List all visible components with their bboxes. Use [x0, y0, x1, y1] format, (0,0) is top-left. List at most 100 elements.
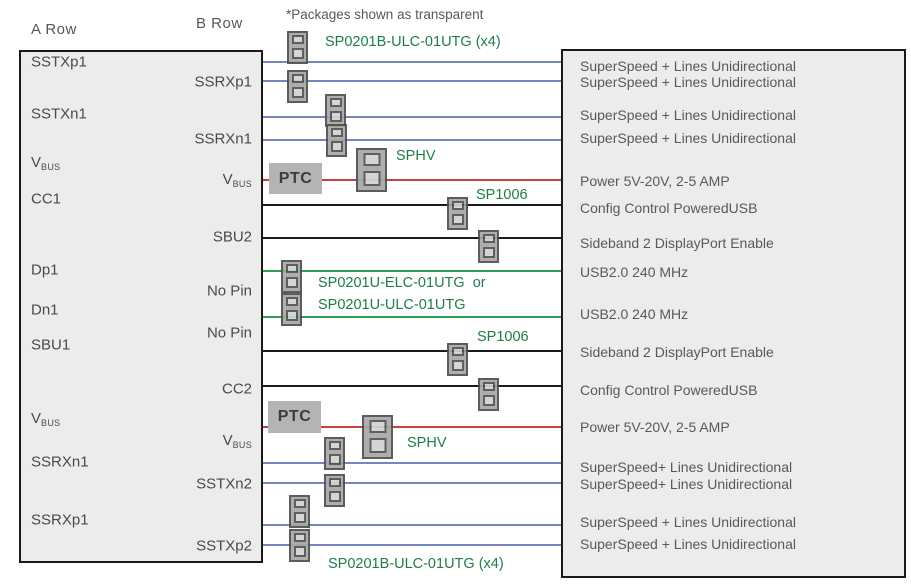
- signal-description: SuperSpeed + Lines Unidirectional: [580, 536, 796, 552]
- package-pad: [451, 360, 464, 371]
- ptc-fuse-box: PTC: [268, 401, 321, 433]
- protection-package-icon: [289, 495, 310, 528]
- part-number-label: SP0201U-ULC-01UTG: [318, 297, 466, 313]
- signal-description: SuperSpeed+ Lines Unidirectional: [580, 476, 793, 492]
- signal-line-usb2: [263, 270, 561, 272]
- part-number-label: SPHV: [396, 148, 436, 164]
- pin-label-b-row: CC2: [221, 380, 252, 398]
- pin-label-a-row: VBUS: [31, 154, 61, 172]
- package-pad: [329, 98, 342, 107]
- pin-label-a-row: Dp1: [31, 261, 59, 279]
- package-pad: [285, 310, 298, 321]
- part-number-label: SP0201B-ULC-01UTG (x4): [328, 556, 504, 572]
- signal-description: SuperSpeed + Lines Unidirectional: [580, 58, 796, 74]
- package-pad: [482, 234, 495, 243]
- signal-line-control: [263, 385, 561, 387]
- pin-label-a-row: SBU1: [31, 336, 71, 354]
- pin-label-a-row: SSRXn1: [31, 453, 89, 471]
- part-number-label: SP0201B-ULC-01UTG (x4): [325, 34, 501, 50]
- package-pad: [328, 491, 341, 502]
- pin-label-b-row: VBUS: [222, 432, 252, 450]
- signal-description: Config Control PoweredUSB: [580, 382, 758, 398]
- signal-line-superspeed: [263, 80, 561, 82]
- package-pad: [369, 420, 386, 433]
- package-pad: [330, 128, 343, 137]
- signal-description: Sideband 2 DisplayPort Enable: [580, 235, 774, 251]
- package-pad: [329, 111, 342, 122]
- protection-package-icon: [362, 415, 393, 459]
- pin-label-b-row: SSTXp2: [196, 537, 252, 555]
- signal-line-control: [263, 237, 561, 239]
- package-pad: [293, 546, 306, 557]
- pin-label-b-row: SSTXn2: [196, 475, 252, 493]
- pin-label-subscript: BUS: [232, 179, 252, 189]
- signal-description: Power 5V-20V, 2-5 AMP: [580, 173, 730, 189]
- pin-label-a-row: SSRXp1: [31, 511, 89, 529]
- package-pad: [285, 264, 298, 273]
- pin-label-a-row: CC1: [31, 190, 62, 208]
- transparency-note: *Packages shown as transparent: [286, 7, 484, 22]
- signal-line-superspeed: [263, 139, 561, 141]
- protection-package-icon: [447, 197, 468, 230]
- pin-label-b-row: No Pin: [206, 324, 252, 342]
- pin-label-subscript: BUS: [41, 418, 61, 428]
- package-pad: [330, 141, 343, 152]
- protection-package-icon: [478, 378, 499, 411]
- signal-description: SuperSpeed+ Lines Unidirectional: [580, 459, 793, 475]
- part-number-label: SPHV: [407, 435, 447, 451]
- ptc-fuse-box: PTC: [269, 163, 322, 194]
- package-pad: [291, 74, 304, 83]
- signal-description: SuperSpeed + Lines Unidirectional: [580, 107, 796, 123]
- protection-package-icon: [281, 260, 302, 293]
- signal-description: SuperSpeed + Lines Unidirectional: [580, 74, 796, 90]
- signal-line-control: [263, 350, 561, 352]
- package-pad: [291, 87, 304, 98]
- protection-package-icon: [447, 343, 468, 376]
- package-pad: [363, 171, 380, 186]
- signal-line-superspeed: [263, 482, 561, 484]
- package-pad: [328, 441, 341, 450]
- pin-label-b-row: SSRXp1: [194, 73, 252, 91]
- signal-line-superspeed: [263, 544, 561, 546]
- signal-description: Power 5V-20V, 2-5 AMP: [580, 419, 730, 435]
- package-pad: [482, 247, 495, 258]
- connector-pin-box: [19, 50, 263, 563]
- part-number-label: SP0201U-ELC-01UTG or: [318, 275, 486, 291]
- protection-package-icon: [289, 529, 310, 562]
- a-row-header: A Row: [31, 21, 77, 38]
- part-number-label: SP1006: [476, 187, 528, 203]
- protection-package-icon: [325, 94, 346, 127]
- protection-package-icon: [326, 124, 347, 157]
- protection-package-icon: [356, 148, 387, 192]
- pin-label-subscript: BUS: [41, 162, 61, 172]
- package-pad: [482, 382, 495, 391]
- package-pad: [293, 499, 306, 508]
- pin-label-b-row: SBU2: [212, 228, 252, 246]
- pin-label-a-row: SSTXp1: [31, 53, 87, 71]
- pin-label-b-row: No Pin: [206, 282, 252, 300]
- package-pad: [285, 277, 298, 288]
- protection-package-icon: [287, 31, 308, 64]
- pin-label-subscript: BUS: [232, 440, 252, 450]
- signal-description-box: [561, 49, 906, 578]
- signal-description: SuperSpeed + Lines Unidirectional: [580, 130, 796, 146]
- package-pad: [328, 478, 341, 487]
- signal-line-power: [263, 179, 561, 181]
- signal-description: USB2.0 240 MHz: [580, 306, 689, 322]
- signal-line-power: [263, 426, 561, 428]
- signal-description: SuperSpeed + Lines Unidirectional: [580, 514, 796, 530]
- package-pad: [291, 48, 304, 59]
- protection-package-icon: [287, 70, 308, 103]
- protection-package-icon: [281, 293, 302, 326]
- package-pad: [451, 201, 464, 210]
- signal-line-superspeed: [263, 462, 561, 464]
- package-pad: [482, 395, 495, 406]
- protection-package-icon: [478, 230, 499, 263]
- signal-line-superspeed: [263, 61, 561, 63]
- signal-description: Config Control PoweredUSB: [580, 200, 758, 216]
- signal-line-usb2: [263, 316, 561, 318]
- protection-package-icon: [324, 437, 345, 470]
- signal-description: USB2.0 240 MHz: [580, 264, 689, 280]
- package-pad: [363, 153, 380, 166]
